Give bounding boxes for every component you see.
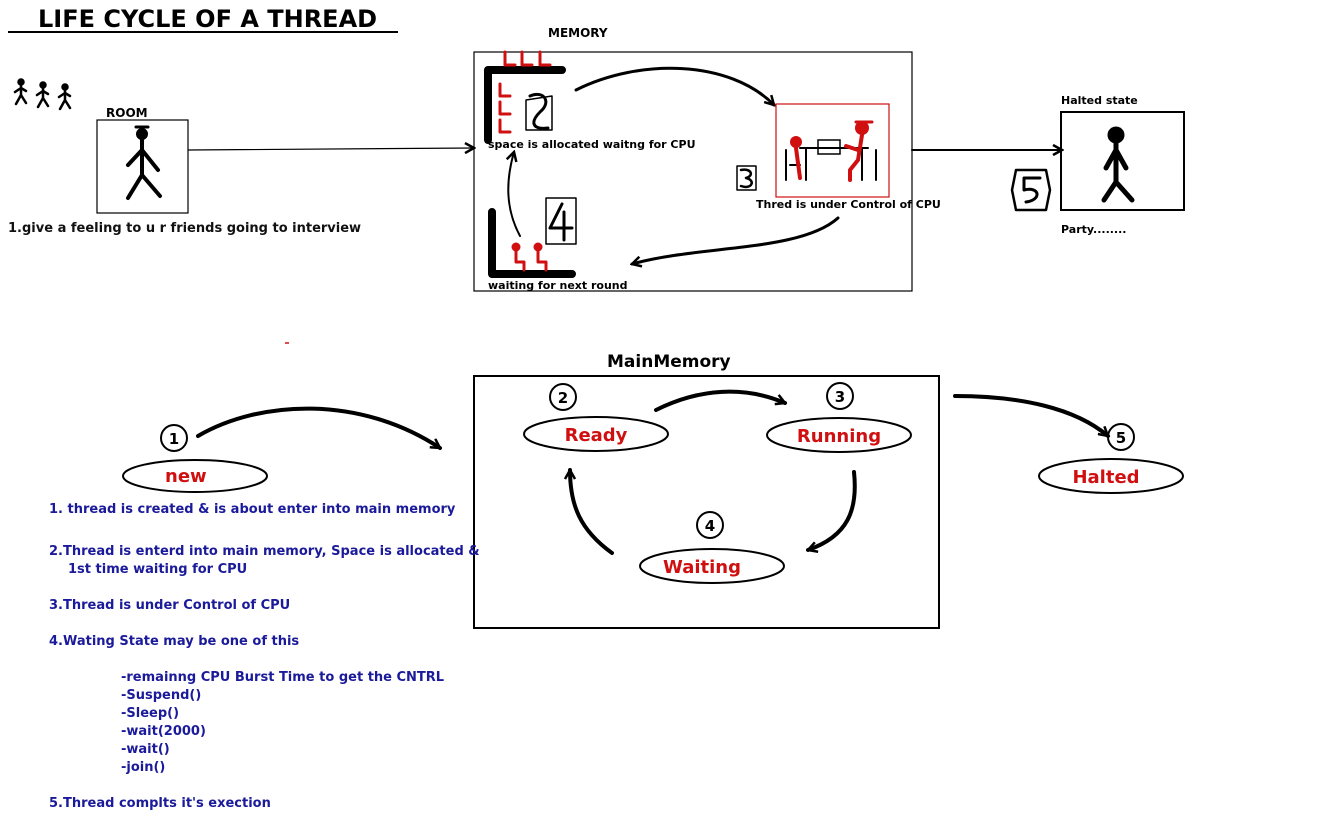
note-2: 2.Thread is enterd into main memory, Spa… [49, 544, 480, 559]
note-4-item-4: -wait(2000) [121, 724, 206, 739]
waiting-to-ready-arrow [570, 470, 614, 555]
room-caption: 1.give a feeling to u r friends going to… [8, 221, 361, 236]
halted-box [1060, 111, 1185, 211]
step-number-5-icon [1010, 168, 1052, 212]
state-ready-label: Ready [565, 425, 628, 446]
state-new-label: new [165, 466, 207, 487]
cpu-to-waiting-arrow [632, 216, 840, 264]
memory-box [473, 51, 913, 292]
state-1-number-circle [160, 424, 188, 452]
state-1-number: 1 [169, 430, 179, 448]
waiting-room-icon [488, 197, 577, 278]
party-caption: Party........ [1061, 223, 1126, 236]
note-5: 5.Thread complts it's exection [49, 796, 271, 811]
main-memory-title: MainMemory [607, 352, 731, 372]
allocated-caption: space is allocated waitng for CPU [488, 138, 696, 151]
state-halted-node [1038, 458, 1184, 494]
ready-to-running-arrow [654, 389, 785, 412]
waiting-to-allocated-arrow [508, 152, 521, 237]
state-2-number-circle [549, 383, 577, 411]
main-memory-box [473, 375, 940, 629]
running-to-waiting-arrow [808, 470, 857, 550]
cpu-room-box [775, 103, 890, 198]
state-5-number: 5 [1116, 429, 1126, 447]
allocated-to-cpu-arrow [574, 66, 774, 105]
notes-list: 1. thread is created & is about enter in… [49, 502, 480, 811]
state-4-number-circle [696, 511, 724, 539]
step-number-3-icon [736, 165, 757, 191]
state-2-number: 2 [558, 389, 568, 407]
state-running-node [766, 417, 912, 453]
halted-label: Halted state [1061, 94, 1138, 107]
note-4-item-3: -Sleep() [121, 706, 179, 721]
state-running-label: Running [797, 426, 881, 447]
interview-desk-icon [785, 120, 877, 182]
state-halted-label: Halted [1072, 467, 1139, 488]
room-box [96, 119, 189, 214]
cpu-caption: Thred is under Control of CPU [756, 198, 941, 211]
room-to-memory-arrow [187, 148, 474, 150]
person-in-room-icon [126, 125, 162, 200]
standing-person-icon [1101, 126, 1135, 203]
note-1: 1. thread is created & is about enter in… [49, 502, 456, 517]
state-waiting-node [639, 548, 785, 584]
waiting-caption: waiting for next round [488, 279, 628, 292]
state-3-number: 3 [835, 388, 845, 406]
memory-to-halted-state-arrow [953, 394, 1110, 438]
room-label: ROOM [106, 106, 148, 120]
state-new-node [122, 459, 268, 493]
note-4-item-2: -Suspend() [121, 688, 201, 703]
allocated-room-icon [484, 50, 566, 144]
state-3-number-circle [826, 382, 854, 410]
memory-label: MEMORY [548, 26, 608, 40]
note-3: 3.Thread is under Control of CPU [49, 598, 290, 613]
state-ready-node [523, 416, 669, 452]
note-2-continued: 1st time waiting for CPU [68, 562, 247, 577]
step-number-2-icon [528, 93, 550, 130]
walking-people-icon [13, 78, 72, 111]
note-4-item-6: -join() [121, 760, 165, 775]
step-number-4-icon [548, 202, 574, 242]
state-4-number: 4 [705, 517, 715, 535]
note-4-item-1: -remainng CPU Burst Time to get the CNTR… [121, 670, 444, 685]
page-title: LIFE CYCLE OF A THREAD [38, 5, 377, 33]
note-4-item-5: -wait() [121, 742, 170, 757]
state-waiting-label: Waiting [663, 557, 741, 578]
note-4: 4.Wating State may be one of this [49, 634, 299, 649]
new-to-memory-arrow [196, 406, 440, 450]
